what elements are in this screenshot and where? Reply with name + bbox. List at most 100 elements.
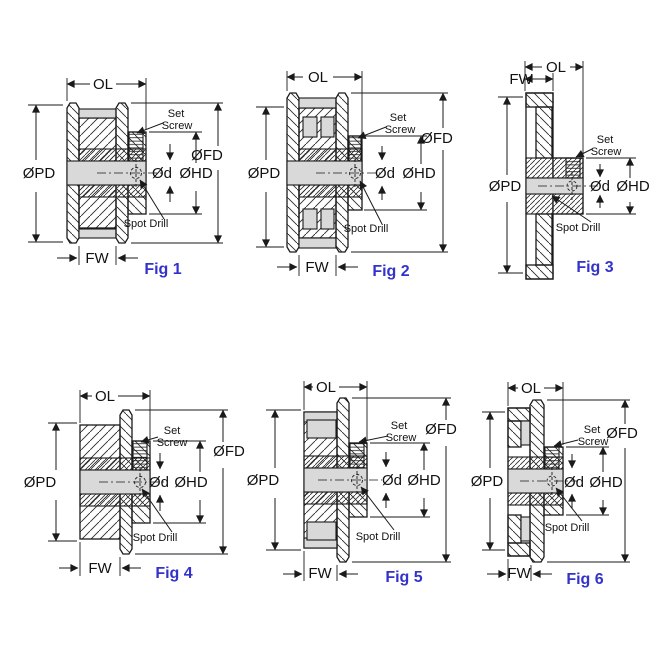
fig6-cross-section <box>507 399 578 563</box>
fig2-spot-drill-label: Spot Drill <box>344 223 389 235</box>
spot-drill-mark <box>134 476 146 488</box>
fig1-pd-label: ØPD <box>23 165 56 182</box>
bore <box>507 468 564 494</box>
fig5-hd-label: ØHD <box>407 472 441 489</box>
spot-drill-mark <box>546 475 558 487</box>
fig4-dimensions <box>48 390 228 576</box>
fig3-caption: Fig 3 <box>576 259 613 276</box>
web-recess <box>520 516 531 542</box>
fig3-pd-label: ØPD <box>489 178 522 195</box>
set-screw <box>565 157 581 179</box>
rim-top-band <box>525 92 554 108</box>
web-column <box>507 514 522 544</box>
fig4-fd-label: ØFD <box>213 443 245 460</box>
fig5-spot-drill-label: Spot Drill <box>356 531 401 543</box>
fig1-ol-label: OL <box>93 76 113 93</box>
rim-bottom-band <box>525 264 554 280</box>
rim-top-face <box>298 97 337 109</box>
set-screw <box>128 131 144 162</box>
fig1-hd-label: ØHD <box>179 165 213 182</box>
fig5-set-screw-label-2: Screw <box>386 432 417 444</box>
fig1-dimensions <box>28 78 223 265</box>
fig6-fd-label: ØFD <box>606 425 638 442</box>
spot-drill-mark <box>351 474 363 486</box>
fig3-set-screw-label-1: Set <box>597 134 614 146</box>
spot-drill-mark <box>566 180 578 192</box>
figure-1: OL ØPD ØFD Ød ØHD Set Screw Spot Drill F… <box>23 76 223 278</box>
rim-bottom-band <box>507 542 531 557</box>
set-screw <box>348 135 362 162</box>
fig4-set-screw-label-2: Screw <box>157 437 188 449</box>
set-screw <box>349 442 365 469</box>
fig2-caption: Fig 2 <box>372 263 409 280</box>
web-recess <box>320 208 335 230</box>
fig3-cross-section <box>525 92 598 280</box>
fig3-ol-label: OL <box>546 59 566 76</box>
fig6-hd-label: ØHD <box>589 474 623 491</box>
fig6-pd-label: ØPD <box>471 473 504 490</box>
fig3-fw-label: FW <box>509 71 533 88</box>
fig4-ol-label: OL <box>95 388 115 405</box>
fig1-set-screw-label-2: Screw <box>162 120 193 132</box>
spot-drill-mark <box>349 167 361 179</box>
fig2-set-screw-label-2: Screw <box>385 124 416 136</box>
fig3-bore-label: Ød <box>590 178 610 195</box>
figure-4: OL ØPD ØFD Ød ØHD Set Screw Spot Drill F… <box>24 388 245 582</box>
figure-5: OL ØPD ØFD Ød ØHD Set Screw Spot Drill F… <box>247 379 457 586</box>
fig5-ol-label: OL <box>316 379 336 396</box>
web-recess <box>302 116 318 138</box>
fig6-dimensions <box>482 382 630 581</box>
figure-6: OL ØPD ØFD Ød ØHD Set Screw Spot Drill F… <box>471 380 638 588</box>
fig4-hd-label: ØHD <box>174 474 208 491</box>
spot-drill-mark <box>130 167 142 179</box>
rim-top-band <box>507 407 531 422</box>
bore-wall-bottom <box>79 493 151 507</box>
fig4-pd-label: ØPD <box>24 474 57 491</box>
fig1-bore-label: Ød <box>152 165 172 182</box>
fig1-caption: Fig 1 <box>144 261 181 278</box>
web-recess <box>520 420 531 446</box>
fig2-fd-label: ØFD <box>421 130 453 147</box>
web-recess <box>306 419 337 439</box>
fig4-fw-label: FW <box>88 560 112 577</box>
fig6-bore-label: Ød <box>564 474 584 491</box>
fig5-fd-label: ØFD <box>425 421 457 438</box>
fig2-dimensions <box>256 71 448 276</box>
fig2-ol-label: OL <box>308 69 328 86</box>
bore-wall-bottom <box>507 492 564 506</box>
fig2-cross-section <box>286 92 380 253</box>
web-recess <box>306 521 337 541</box>
fig3-dimensions <box>498 61 636 274</box>
fig1-spot-drill-label: Spot Drill <box>124 218 169 230</box>
fig1-fd-label: ØFD <box>191 147 223 164</box>
fig4-cross-section <box>79 409 164 555</box>
rim-bottom-face <box>78 228 117 239</box>
web-column <box>535 106 553 159</box>
web-column <box>507 420 522 448</box>
rim-top-face <box>78 108 117 119</box>
fig5-set-screw-label-1: Set <box>391 420 408 432</box>
fig2-bore-label: Ød <box>375 165 395 182</box>
fig2-pd-label: ØPD <box>248 165 281 182</box>
figure-2: OL ØPD ØFD Ød ØHD Set Screw Spot Drill F… <box>248 69 453 280</box>
bore <box>79 469 151 495</box>
fig6-set-screw-label-2: Screw <box>578 436 609 448</box>
set-screw <box>544 446 560 470</box>
web-recess <box>320 116 335 138</box>
fig6-set-screw-label-1: Set <box>584 424 601 436</box>
fig4-spot-drill-label: Spot Drill <box>133 532 178 544</box>
fig3-spot-drill-label: Spot Drill <box>556 222 601 234</box>
rim-bottom-face <box>298 237 337 249</box>
fig2-fw-label: FW <box>305 259 329 276</box>
fig1-fw-label: FW <box>85 250 109 267</box>
fig6-caption: Fig 6 <box>566 571 603 588</box>
fig2-set-screw-label-1: Set <box>390 112 407 124</box>
fig4-set-screw-label-1: Set <box>164 425 181 437</box>
figure-3: OL FW ØPD Ød ØHD Set Screw Spot Drill Fi… <box>489 59 650 280</box>
fig5-caption: Fig 5 <box>385 569 422 586</box>
fig5-bore-label: Ød <box>382 472 402 489</box>
fig5-fw-label: FW <box>308 565 332 582</box>
fig6-ol-label: OL <box>521 380 541 397</box>
